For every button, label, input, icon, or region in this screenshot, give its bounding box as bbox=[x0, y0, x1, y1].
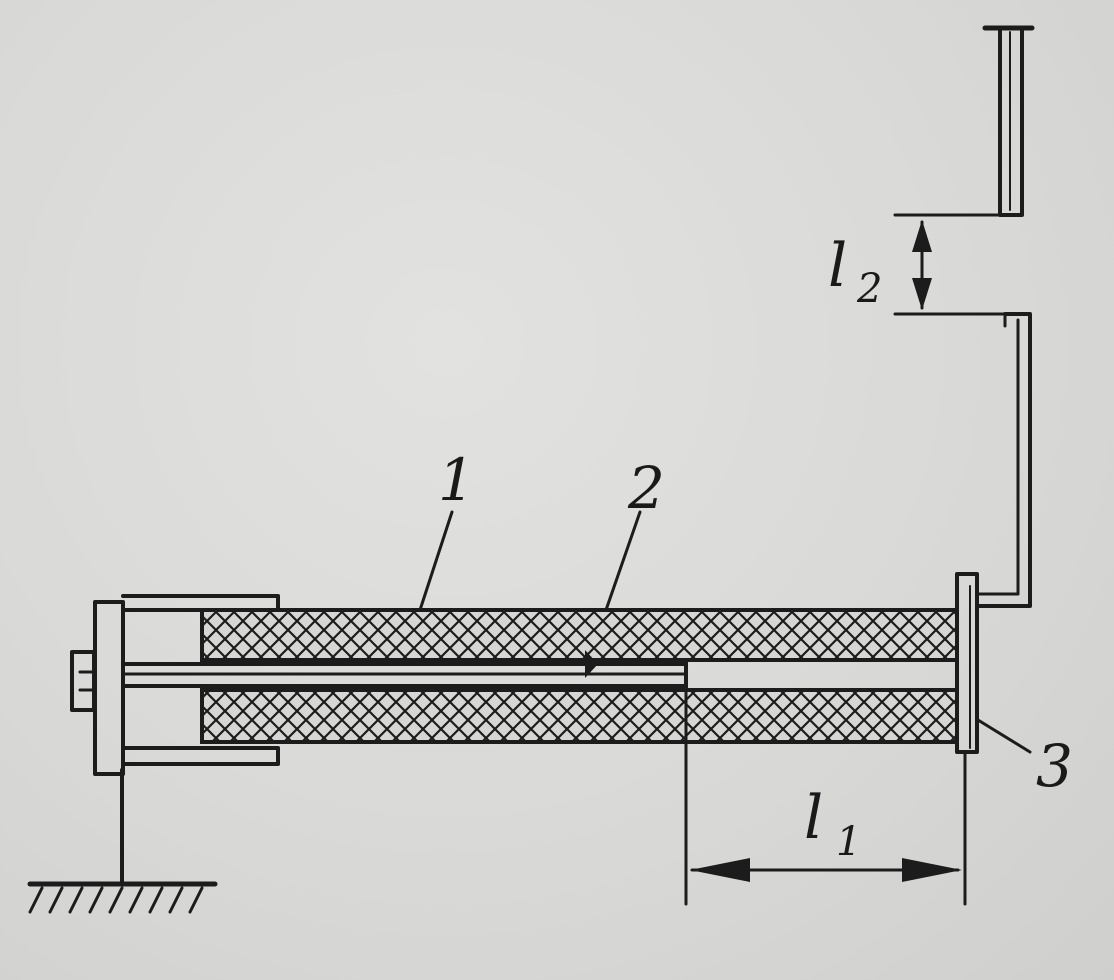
label-l2-subscript: 2 bbox=[856, 266, 882, 312]
dimension-l2 bbox=[893, 213, 1007, 316]
arrow-marker bbox=[585, 650, 598, 678]
bent-wire bbox=[975, 25, 1035, 608]
label-part-2: 2 bbox=[627, 454, 665, 522]
label-l2: l bbox=[828, 231, 847, 301]
label-l1: l bbox=[804, 783, 823, 853]
label-part-3: 3 bbox=[1036, 732, 1073, 800]
inner-rod bbox=[121, 650, 688, 692]
leader-lines bbox=[418, 510, 1032, 754]
label-part-1: 1 bbox=[438, 446, 475, 514]
label-l1-subscript: 1 bbox=[836, 819, 861, 865]
end-cap bbox=[955, 572, 979, 754]
outer-tube-upper-wall bbox=[200, 608, 959, 662]
ground-support bbox=[27, 768, 218, 914]
ground-hatching bbox=[28, 886, 204, 914]
outer-tube-lower-wall bbox=[200, 688, 959, 744]
dimension-l1 bbox=[684, 690, 967, 906]
